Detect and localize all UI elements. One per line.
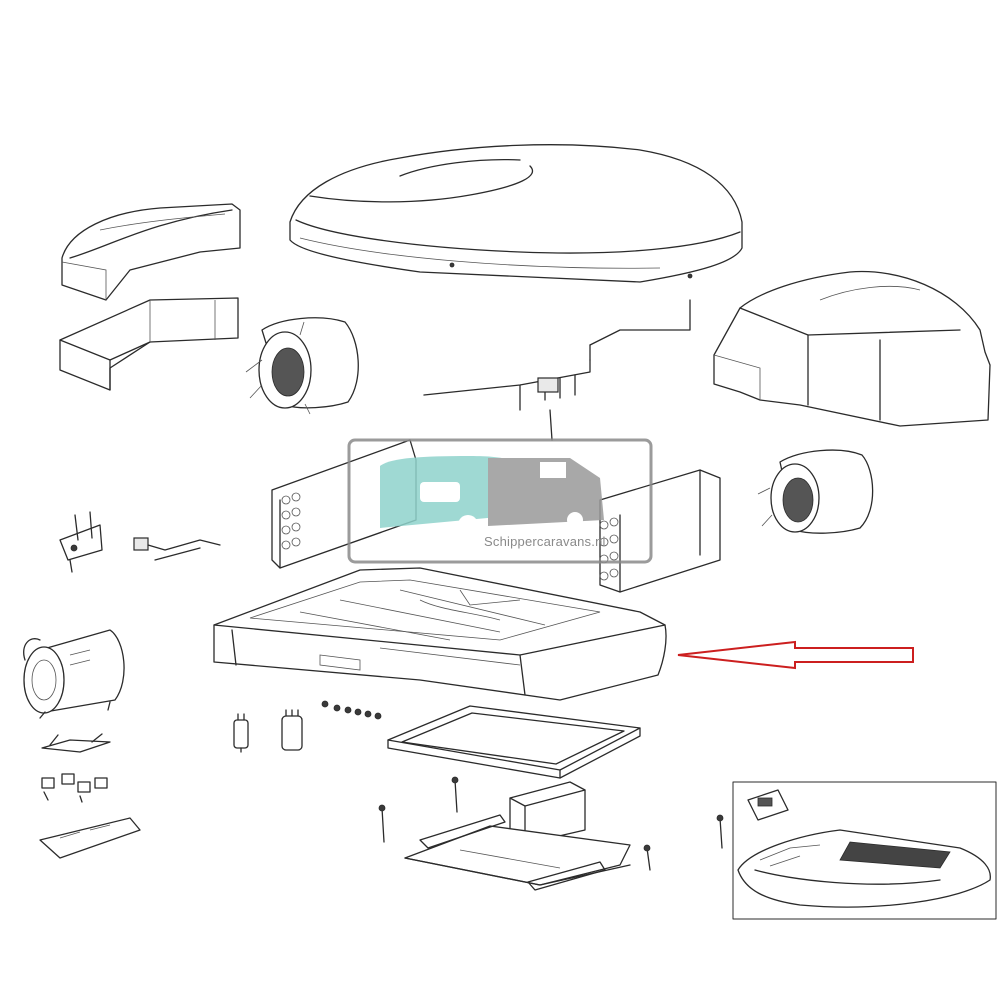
watermark-logo xyxy=(347,438,653,564)
right-rear-cover xyxy=(713,270,991,427)
roof-gasket xyxy=(387,705,641,779)
left-duct-bracket xyxy=(59,297,239,391)
camper-van-icon xyxy=(488,458,604,528)
ceiling-diffuser xyxy=(737,829,991,908)
left-blower-fan xyxy=(245,317,359,415)
caravan-icon xyxy=(380,456,520,535)
mounting-screws xyxy=(321,700,382,720)
inset-ceiling-unit-panel xyxy=(732,781,997,920)
sensor-wire xyxy=(133,537,221,561)
long-bolts xyxy=(378,776,724,871)
ceiling-mounting-frame xyxy=(404,814,631,891)
compressor-mount-bracket xyxy=(41,733,111,753)
right-blower-fan xyxy=(757,449,874,534)
capacitor-large xyxy=(281,709,303,751)
capacitor-small xyxy=(233,713,249,753)
remote-control xyxy=(747,789,789,821)
watermark-text: Schippercaravans.nl xyxy=(484,534,606,549)
wiring-harness xyxy=(423,299,691,441)
right-condenser-coil xyxy=(599,469,721,593)
thermostat-sensor xyxy=(59,511,103,573)
roof-shroud-cover xyxy=(289,144,743,283)
highlight-arrow xyxy=(677,640,914,670)
left-front-shroud xyxy=(61,203,241,301)
rubber-grommets xyxy=(41,773,108,803)
control-board-plate xyxy=(39,817,141,859)
compressor xyxy=(23,629,125,719)
base-pan xyxy=(213,567,667,701)
